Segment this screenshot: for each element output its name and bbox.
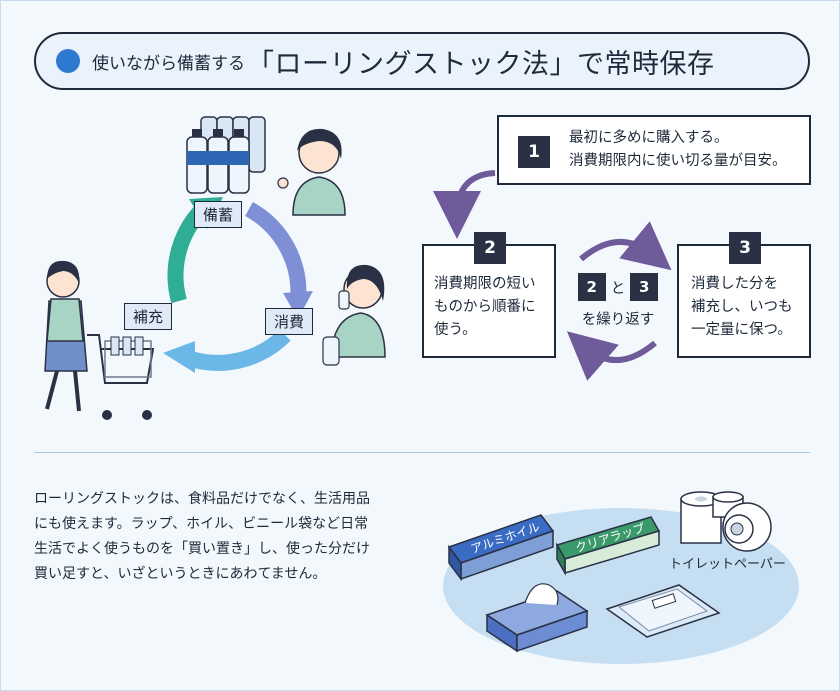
step-2-box: 2 消費期限の短い ものから順番に 使う。 (422, 232, 556, 358)
cycle-arrow-periwinkle (244, 201, 307, 302)
plastic-bags (605, 584, 721, 638)
step-1-line-1: 最初に多めに購入する。 (569, 130, 729, 146)
section-divider (34, 452, 810, 453)
cycle-label-refill: 補充 (124, 303, 173, 330)
woman-with-cart-illustration (44, 260, 155, 420)
toilet-paper-label: トイレットペーパー (669, 557, 786, 572)
step-2-line-1: 消費期限の短い (434, 276, 536, 292)
step-3-line-3: 一定量に保つ。 (691, 322, 792, 338)
repeat-badge-2: 2 (577, 273, 606, 301)
header-subtitle: 使いながら備蓄する (92, 53, 245, 74)
woman-drinking-illustration (322, 264, 386, 366)
step-2-line-3: 使う。 (434, 322, 477, 338)
repeat-badge-3: 3 (630, 273, 659, 301)
step-1-line-2: 消費期限内に使い切る量が目安。 (569, 153, 787, 169)
description-line-2: にも使えます。ラップ、ホイル、ビニール袋など日常 (34, 516, 369, 532)
repeat-note: 2 と 3 を繰り返す (575, 273, 661, 329)
tissue-box (485, 583, 589, 653)
arrow-step1-to-step2 (433, 170, 496, 239)
toilet-paper-rolls (680, 491, 772, 552)
header-title: 「ローリングストック法」で常時保存 (247, 48, 715, 80)
aluminum-foil-box (447, 514, 555, 582)
step-3-line-2: 補充し、いつも (691, 299, 793, 315)
bullet-dot-icon (56, 49, 80, 73)
woman-pointing-illustration (277, 128, 346, 216)
step-3-badge: 3 (729, 232, 761, 264)
water-bottles-illustration (186, 116, 266, 194)
step-3-line-1: 消費した分を (691, 276, 778, 292)
description-line-4: 買い足すと、いざというときにあわてません。 (34, 566, 327, 582)
plastic-wrap-box (555, 516, 661, 576)
step-3-box: 3 消費した分を 補充し、いつも 一定量に保つ。 (677, 232, 811, 358)
cycle-label-stock: 備蓄 (194, 201, 243, 228)
step-arrows (433, 170, 672, 381)
step-1-box: 1 最初に多めに購入する。 消費期限内に使い切る量が目安。 (497, 115, 811, 185)
cycle-arrowhead-periwinkle (283, 291, 313, 319)
step-1-badge: 1 (518, 136, 550, 168)
repeat-text: を繰り返す (581, 312, 655, 328)
description-line-3: 生活でよく使うものを「買い置き」し、使った分だけ (34, 541, 370, 557)
step-2-badge: 2 (474, 232, 506, 264)
header-banner: 使いながら備蓄する 「ローリングストック法」で常時保存 (34, 32, 810, 90)
repeat-and: と (610, 280, 626, 297)
cycle-arrowhead-sky (163, 341, 195, 373)
step-2-line-2: ものから順番に (434, 299, 536, 315)
cycle-label-consume: 消費 (265, 308, 314, 335)
description-paragraph: ローリングストックは、食料品だけでなく、生活用品 にも使えます。ラップ、ホイル、… (34, 487, 434, 587)
arrow-step2-to-step3 (579, 221, 672, 271)
description-line-1: ローリングストックは、食料品だけでなく、生活用品 (34, 491, 370, 507)
household-items-illustration (443, 491, 799, 664)
cycle-arrow-sky (182, 329, 291, 371)
arrow-step3-to-step2 (566, 331, 657, 381)
